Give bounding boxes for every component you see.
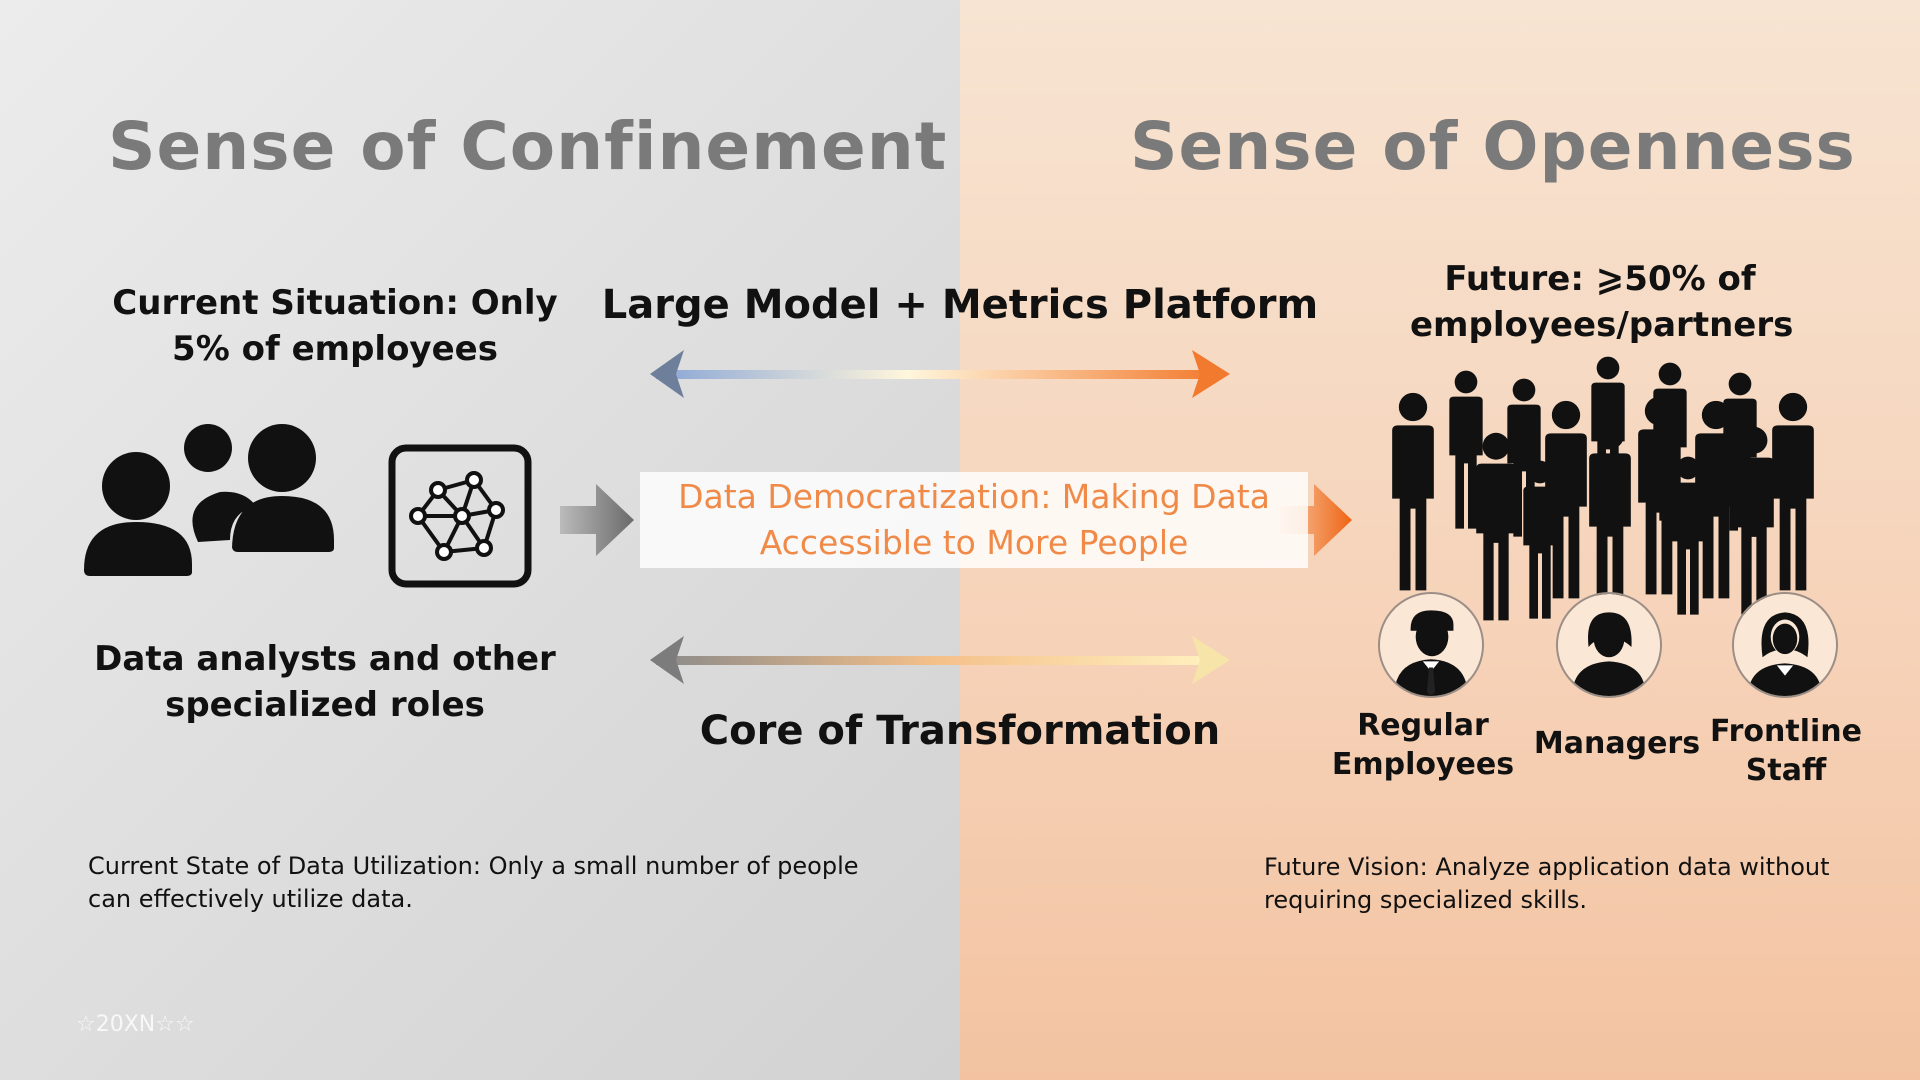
right-caption: Future Vision: Analyze application data … (1264, 853, 1830, 914)
left-title: Sense of Confinement (108, 108, 948, 185)
users-icon (84, 424, 334, 576)
crowd-icon (1392, 356, 1814, 621)
left-caption: Current State of Data Utilization: Only … (88, 852, 859, 913)
bottom-double-arrow (650, 636, 1230, 684)
manager-icon (1556, 592, 1662, 698)
network-icon (388, 444, 532, 588)
right-title: Sense of Openness (1130, 108, 1856, 185)
bottom-connector-label: Core of Transformation (699, 708, 1221, 754)
watermark: ☆20XN☆☆ (76, 1012, 195, 1037)
specialized-roles-label: Data analysts and other specialized role… (94, 639, 556, 725)
future-label: Future: ⩾50% of employees/partners (1410, 259, 1794, 345)
role-frontline-staff: Frontline Staff (1710, 714, 1862, 788)
top-double-arrow (650, 350, 1230, 398)
current-situation-label: Current Situation: Only 5% of employees (112, 283, 558, 369)
role-regular-employees: Regular Employees (1331, 708, 1515, 782)
left-arrow (560, 484, 634, 556)
frontline-staff-icon (1732, 592, 1838, 698)
male-employee-icon (1378, 592, 1484, 698)
right-arrow (1280, 484, 1352, 556)
role-managers: Managers (1533, 726, 1701, 761)
top-connector-label: Large Model + Metrics Platform (601, 282, 1319, 328)
data-democratization-pill: Data Democratization: Making Data Access… (640, 472, 1308, 568)
connector-arrows (560, 350, 1352, 684)
